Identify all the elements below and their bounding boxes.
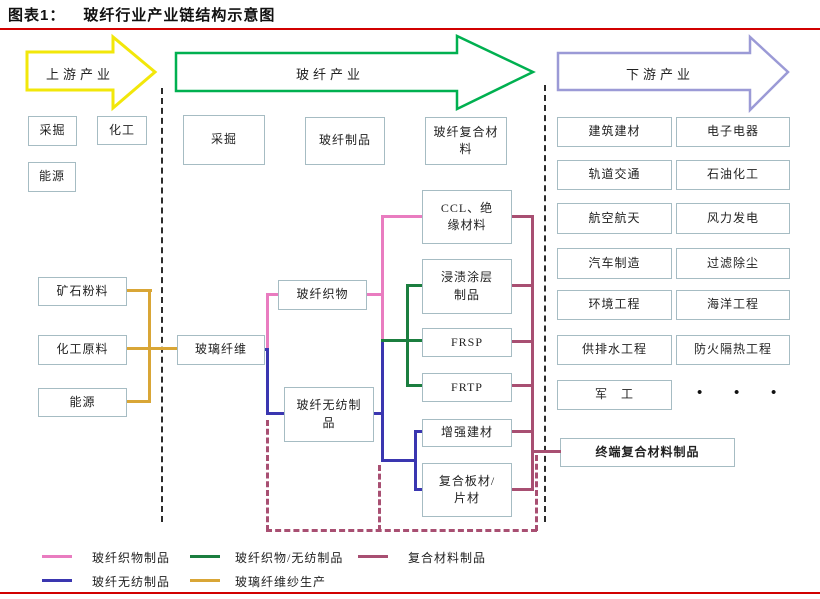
node-up-mining: 采掘 bbox=[28, 116, 77, 146]
node-dipped-coating: 浸渍涂层 制品 bbox=[422, 259, 512, 314]
gold-link-segment bbox=[148, 289, 151, 403]
upstream-arrow-label: 上游产业 bbox=[45, 67, 114, 82]
node-chemical-raw: 化工原料 bbox=[38, 335, 127, 365]
green-link-segment bbox=[381, 339, 423, 342]
pink-link-segment bbox=[365, 293, 384, 296]
legend-swatch-yarn-production bbox=[190, 579, 220, 582]
figure-title-text: 玻纤行业产业链结构示意图 bbox=[83, 7, 276, 24]
node-gf-fabric: 玻纤织物 bbox=[278, 280, 367, 310]
separator-industry-downstream bbox=[544, 85, 546, 522]
blue-link-segment bbox=[381, 459, 417, 462]
green-link-segment bbox=[406, 384, 423, 387]
node-reinforced-building: 增强建材 bbox=[422, 419, 512, 447]
maroon-link-segment bbox=[531, 215, 534, 491]
pink-link-segment bbox=[381, 215, 384, 343]
node-building-materials: 建筑建材 bbox=[557, 117, 672, 147]
legend-label-fabric-nonwoven: 玻纤织物/无纺制品 bbox=[235, 551, 344, 565]
node-petrochemical: 石油化工 bbox=[676, 160, 790, 190]
node-frtp: FRTP bbox=[422, 373, 512, 402]
legend-label-composite: 复合材料制品 bbox=[408, 551, 487, 565]
node-up-energy: 能源 bbox=[28, 162, 76, 192]
legend-swatch-composite bbox=[358, 555, 388, 558]
node-gf-nonwoven: 玻纤无纺制 品 bbox=[284, 387, 374, 442]
node-environmental-eng: 环境工程 bbox=[557, 290, 672, 320]
bottom-rule bbox=[0, 592, 820, 594]
node-mid-mining: 采掘 bbox=[183, 115, 265, 165]
node-electronics: 电子电器 bbox=[676, 117, 790, 147]
legend-label-nonwoven: 玻纤无纺制品 bbox=[92, 575, 171, 589]
maroon-link-segment bbox=[510, 384, 534, 387]
dashed-boundary-left bbox=[266, 420, 269, 531]
node-glass-fiber: 玻璃纤维 bbox=[177, 335, 265, 365]
blue-link-segment bbox=[414, 430, 417, 491]
dashed-boundary-right bbox=[535, 455, 538, 531]
node-rail-transit: 轨道交通 bbox=[557, 160, 672, 190]
pink-link-segment bbox=[266, 293, 278, 296]
dashed-boundary-bottom bbox=[266, 529, 537, 532]
gold-link-segment bbox=[125, 347, 177, 350]
gold-link-segment bbox=[125, 400, 151, 403]
ellipsis-dots: • • • bbox=[697, 385, 791, 401]
node-fireproof-insulation: 防火隔热工程 bbox=[676, 335, 790, 365]
green-link-segment bbox=[406, 284, 409, 387]
legend-swatch-fabric-products bbox=[42, 555, 72, 558]
gold-link-segment bbox=[125, 289, 152, 292]
industry-arrow-label: 玻纤产业 bbox=[295, 67, 364, 82]
node-ccl: CCL、绝 缘材料 bbox=[422, 190, 512, 244]
node-frsp: FRSP bbox=[422, 328, 512, 357]
green-link-segment bbox=[406, 284, 423, 287]
node-aerospace: 航空航天 bbox=[557, 203, 672, 234]
maroon-link-segment bbox=[510, 340, 534, 343]
blue-link-segment bbox=[381, 341, 384, 462]
legend-swatch-nonwoven bbox=[42, 579, 72, 582]
legend-swatch-fabric-nonwoven bbox=[190, 555, 220, 558]
maroon-link-segment bbox=[510, 488, 534, 491]
separator-upstream-industry bbox=[161, 88, 163, 522]
node-energy-raw: 能源 bbox=[38, 388, 127, 417]
node-marine-eng: 海洋工程 bbox=[676, 290, 790, 320]
blue-link-segment bbox=[266, 348, 269, 415]
node-gf-composite: 玻纤复合材 料 bbox=[425, 117, 507, 165]
maroon-link-segment bbox=[510, 430, 534, 433]
node-wind-power: 风力发电 bbox=[676, 203, 790, 234]
pink-link-segment bbox=[266, 293, 269, 351]
legend-label-fabric-products: 玻纤织物制品 bbox=[92, 551, 171, 565]
node-auto-manufacturing: 汽车制造 bbox=[557, 248, 672, 279]
blue-link-segment bbox=[266, 412, 284, 415]
node-filtration: 过滤除尘 bbox=[676, 248, 790, 279]
dashed-boundary-middle bbox=[378, 465, 381, 531]
figure-number: 图表1： bbox=[8, 7, 66, 24]
figure-title: 图表1： 玻纤行业产业链结构示意图 bbox=[8, 4, 275, 25]
node-mineral-powder: 矿石粉料 bbox=[38, 277, 127, 306]
node-composite-sheet: 复合板材/ 片材 bbox=[422, 463, 512, 517]
node-water-supply: 供排水工程 bbox=[557, 335, 672, 365]
maroon-link-segment bbox=[531, 450, 561, 453]
node-military: 军 工 bbox=[557, 380, 672, 410]
node-terminal-composite: 终端复合材料制品 bbox=[560, 438, 735, 467]
maroon-link-segment bbox=[510, 215, 534, 218]
legend-label-yarn-production: 玻璃纤维纱生产 bbox=[235, 575, 327, 589]
downstream-arrow-label: 下游产业 bbox=[625, 67, 694, 82]
blue-link-segment bbox=[414, 430, 423, 433]
title-rule bbox=[0, 28, 820, 30]
maroon-link-segment bbox=[510, 284, 534, 287]
blue-link-segment bbox=[372, 412, 383, 415]
blue-link-segment bbox=[414, 488, 423, 491]
pink-link-segment bbox=[381, 215, 422, 218]
node-up-chemical: 化工 bbox=[97, 116, 147, 145]
node-gf-products: 玻纤制品 bbox=[305, 117, 385, 165]
blue-link-segment bbox=[261, 348, 269, 351]
